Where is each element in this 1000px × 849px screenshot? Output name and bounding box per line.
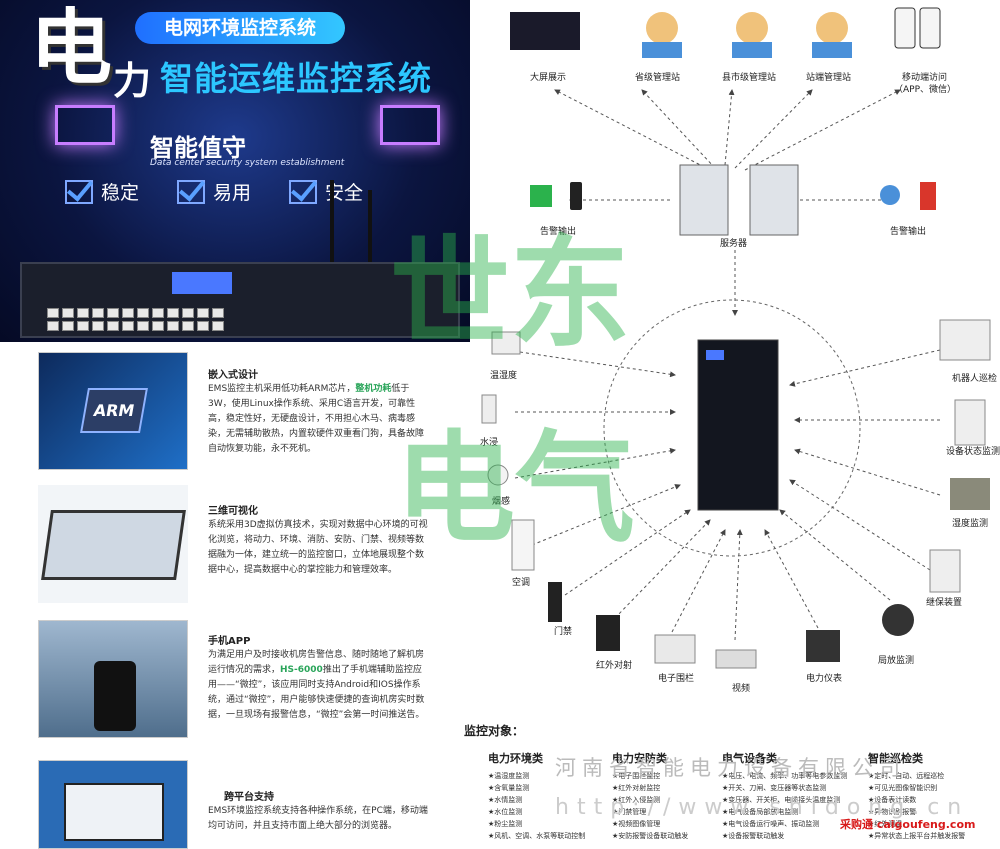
svg-text:红外对射: 红外对射 — [596, 659, 632, 671]
check-safe: 安全 — [289, 178, 363, 205]
phone-app-image — [38, 620, 188, 738]
cross-platform-image — [38, 760, 188, 849]
phone-icon — [94, 661, 136, 731]
svg-text:电子围栏: 电子围栏 — [658, 672, 694, 684]
hero-watch: 智能值守 — [150, 134, 246, 162]
svg-text:移动端访问: 移动端访问 — [902, 71, 947, 83]
check-easy: 易用 — [177, 178, 251, 205]
col-patrol: 智能巡检类 ★定时、自动、远程巡检★可见光图像智能识别★设备表计读数★异物识别报… — [868, 752, 966, 840]
arm-chip: ARM — [80, 388, 148, 433]
glow-frame-left — [55, 105, 115, 145]
svg-text:水浸: 水浸 — [480, 436, 498, 448]
svg-text:设备状态监测: 设备状态监测 — [946, 445, 1000, 457]
feature-title-3d: 三维可视化 — [208, 506, 258, 517]
svg-text:告警输出: 告警输出 — [540, 225, 576, 237]
svg-text:烟感: 烟感 — [492, 495, 510, 507]
monitor-objects-title: 监控对象： — [464, 724, 525, 738]
topology-diagram: 大屏展示 省级管理站 县市级管理站 站端管理站 移动端访问 （APP、微信） 服… — [480, 7, 1000, 694]
watermark-company: 河南省智能电力设备有限公司 — [555, 756, 906, 780]
monitor-host-device — [20, 262, 460, 338]
hero-title: 智能运维监控系统 — [160, 59, 432, 98]
device-ports — [47, 308, 224, 331]
hero-title-pre: 力 — [113, 59, 152, 103]
user-icon — [736, 12, 768, 44]
feature-body-3d: 系统采用3D虚拟仿真技术，实现对数据中心环境的可视化浏览，将动力、环境、消防、安… — [208, 520, 428, 575]
arm-chip-image: ARM — [38, 352, 188, 470]
server-icon — [749, 164, 799, 236]
antenna-right — [368, 190, 372, 270]
col-security: 电力安防类 ★电子围栏监控★红外对射监控★红外入侵监测★门禁管理★视频图像管理★… — [612, 752, 689, 840]
check-stable: 稳定 — [65, 178, 139, 205]
monitor-objects: 监控对象： 电力环境类 ★温湿度监测★含氧量监测★水情监测★水位监测★粉尘监测★… — [460, 722, 1000, 849]
check-icon — [289, 179, 318, 204]
svg-text:机器人巡检: 机器人巡检 — [952, 372, 997, 384]
col-electric: 电气设备类 ★电压、电流、频率、功率等电参数监测★开关、刀闸、变压器等状态监测★… — [722, 752, 848, 840]
check-icon — [177, 179, 206, 204]
big-screen-icon — [510, 12, 580, 50]
email-icon — [880, 185, 900, 205]
feature-title-embedded: 嵌入式设计 — [208, 370, 258, 381]
svg-text:服务器: 服务器 — [720, 237, 747, 249]
caigou-watermark: 采购通 caigoufeng.com — [840, 818, 976, 831]
feature-title-app: 手机APP — [208, 636, 251, 647]
svg-text:继保装置: 继保装置 — [926, 596, 962, 608]
col-env: 电力环境类 ★温湿度监测★含氧量监测★水情监测★水位监测★粉尘监测★风机、空调、… — [488, 752, 586, 840]
hero-eng: Data center security system establishmen… — [150, 158, 345, 168]
siren-icon — [920, 182, 936, 210]
user-icon — [646, 12, 678, 44]
svg-text:县市级管理站: 县市级管理站 — [722, 71, 776, 83]
device-screen — [172, 272, 232, 294]
antenna-left — [330, 180, 334, 270]
svg-text:局放监测: 局放监测 — [878, 654, 914, 666]
3d-screen — [41, 510, 186, 580]
svg-text:电力仪表: 电力仪表 — [806, 672, 842, 684]
wechat-icon — [530, 185, 552, 207]
svg-text:告警输出: 告警输出 — [890, 225, 926, 237]
monitor-icon — [64, 783, 164, 841]
hero-big-char: 电 — [30, 1, 113, 96]
server-icon — [679, 164, 729, 236]
3d-visual-image — [38, 485, 188, 603]
glow-frame-right — [380, 105, 440, 145]
hero-pill: 电网环境监控系统 — [135, 12, 345, 44]
feature-body-embedded: EMS监控主机采用低功耗ARM芯片，整机功耗低于3W，使用Linux操作系统、采… — [208, 384, 425, 454]
svg-text:门禁: 门禁 — [554, 625, 572, 637]
feature-title-cross: 跨平台支持 — [224, 792, 274, 803]
svg-text:（APP、微信）: （APP、微信） — [894, 83, 956, 95]
svg-text:空调: 空调 — [512, 576, 530, 588]
svg-text:省级管理站: 省级管理站 — [635, 71, 680, 83]
feature-body-cross: EMS环境监控系统支持各种操作系统，在PC端，移动端均可访问，并且支持市面上绝大… — [208, 806, 428, 831]
watermark-url: http://www.shidong.cn — [555, 795, 970, 820]
svg-text:大屏展示: 大屏展示 — [530, 71, 566, 83]
user-icon — [816, 12, 848, 44]
svg-text:站端管理站: 站端管理站 — [806, 71, 851, 83]
feature-body-app: 为满足用户及时接收机房告警信息、随时随地了解机房运行情况的需求，HS-6000推… — [208, 650, 425, 720]
svg-text:视频: 视频 — [732, 682, 750, 694]
hero-checks: 稳定 易用 安全 — [65, 178, 363, 205]
svg-text:湿度监测: 湿度监测 — [952, 517, 988, 529]
check-icon — [65, 179, 93, 204]
svg-text:温湿度: 温湿度 — [490, 369, 517, 381]
hero-banner: 电 电网环境监控系统 力 智能运维监控系统 智能值守 Data center s… — [0, 0, 470, 342]
cabinet-icon — [697, 339, 779, 511]
mobile-icon — [894, 7, 916, 49]
